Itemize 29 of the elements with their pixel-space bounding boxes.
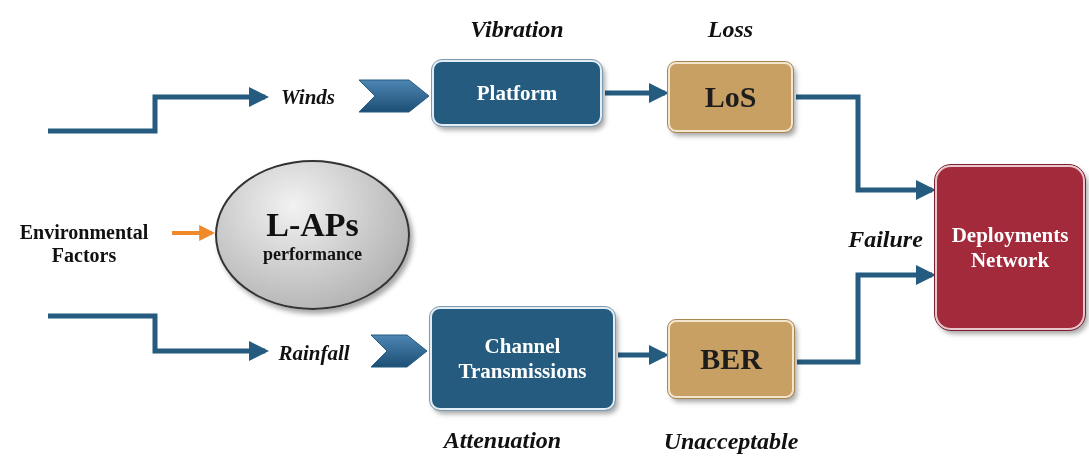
target-box: [935, 165, 1085, 330]
process-box: [432, 60, 602, 126]
node-text: L-APs: [265, 205, 360, 245]
label-text: Winds: [268, 80, 348, 114]
node-text: performance: [262, 244, 363, 265]
label-text: Environmental Factors: [4, 208, 164, 280]
arrow: [618, 345, 669, 365]
arrow: [796, 94, 936, 200]
result-box: [668, 320, 794, 398]
node-text: Channel Transmissions: [457, 334, 588, 383]
process-box: [430, 307, 615, 410]
caption-text: Attenuation: [441, 427, 563, 454]
node-text: Deployments Network: [950, 223, 1070, 272]
node-text: BER: [699, 341, 764, 377]
node-text: LoS: [703, 79, 758, 115]
caption-text: Unacceptable: [662, 428, 800, 455]
caption-text: Vibration: [469, 16, 565, 43]
arrow: [48, 313, 269, 361]
arrow: [172, 225, 216, 241]
chevron-arrow: [358, 79, 430, 113]
chevron-arrow: [370, 334, 428, 368]
label-text: Rainfall: [268, 336, 360, 370]
arrow: [797, 265, 936, 365]
arrow: [605, 83, 669, 103]
note-text: Failure: [847, 226, 924, 253]
node-text: Platform: [475, 80, 559, 106]
result-box: [668, 62, 793, 132]
caption-text: Loss: [706, 16, 755, 43]
arrow: [48, 87, 269, 134]
